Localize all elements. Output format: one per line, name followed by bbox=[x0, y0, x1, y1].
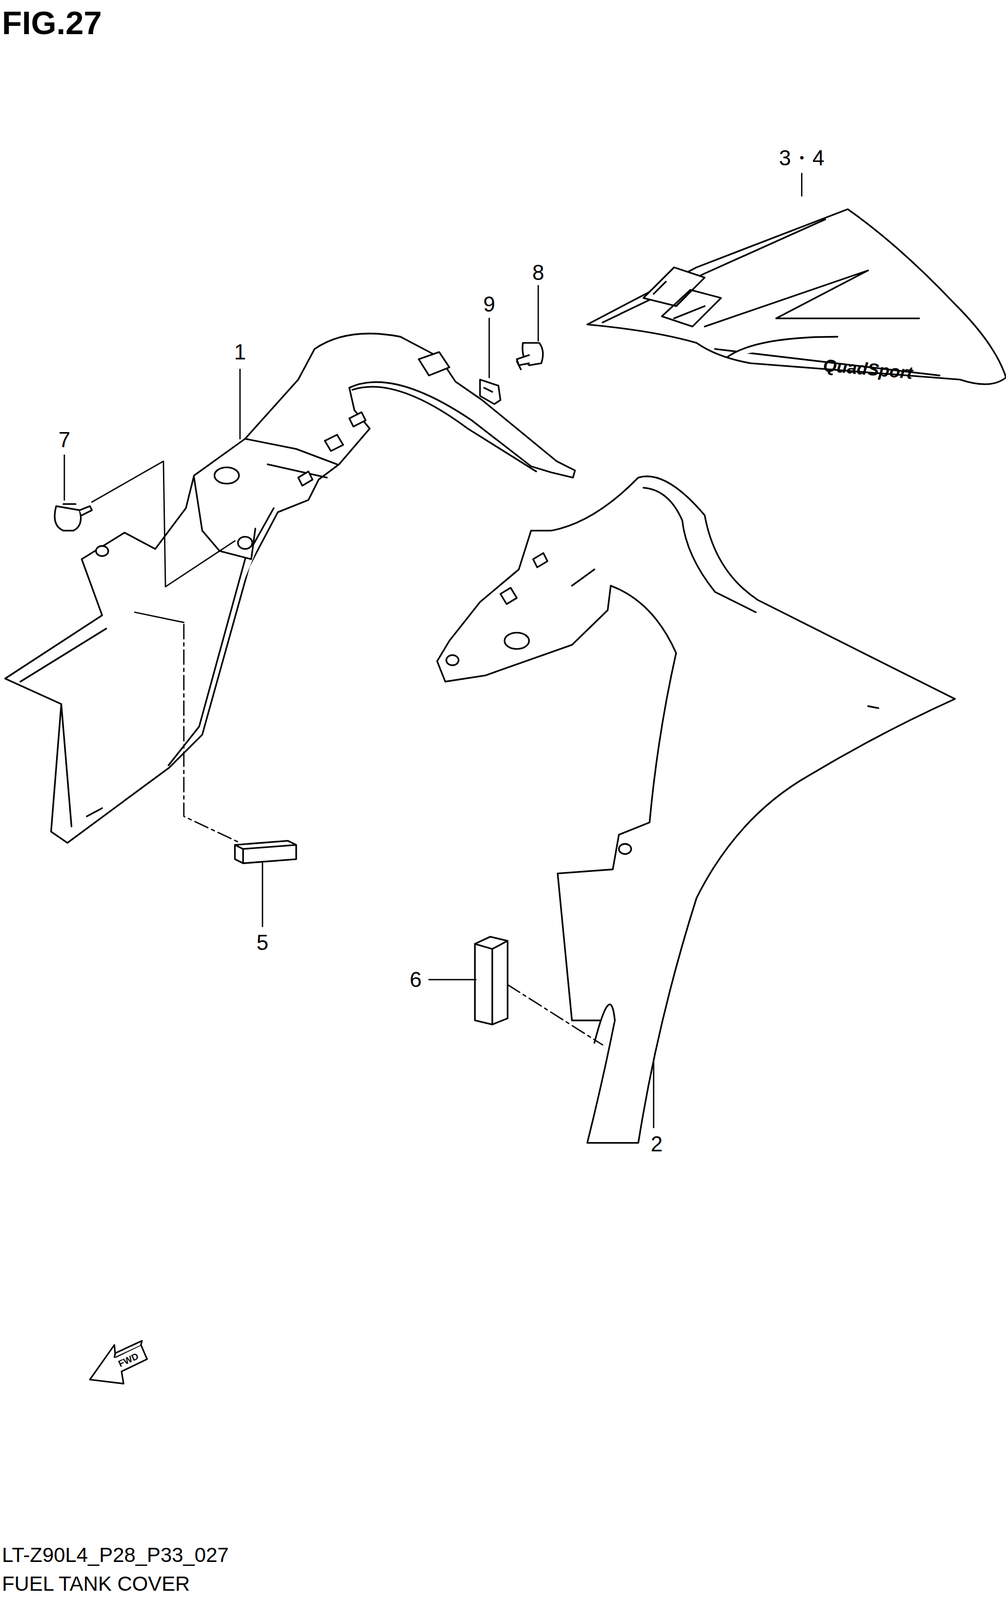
part-7-clip bbox=[54, 504, 92, 531]
callout-number: 9 bbox=[483, 293, 496, 316]
drawing-code: LT-Z90L4_P28_P33_027 bbox=[1, 1545, 229, 1567]
right-cover bbox=[437, 476, 955, 1144]
callout-number: 1 bbox=[234, 341, 246, 363]
callout-number: 3・4 bbox=[779, 147, 825, 169]
left-cover bbox=[4, 333, 575, 844]
callout-number: 5 bbox=[256, 932, 269, 954]
callout-number: 7 bbox=[58, 429, 71, 451]
part-6-block bbox=[474, 937, 508, 1026]
figure-caption: FUEL TANK COVER bbox=[1, 1574, 190, 1595]
callout-number: 8 bbox=[532, 261, 544, 284]
part-8-screw bbox=[516, 342, 544, 370]
figure-title: FIG.27 bbox=[1, 6, 102, 40]
fwd-arrow bbox=[89, 1341, 147, 1385]
callout-number: 2 bbox=[650, 1133, 663, 1156]
part-5-block bbox=[234, 841, 297, 864]
part-9-clip bbox=[480, 379, 501, 404]
callout-number: 6 bbox=[409, 969, 422, 991]
leader-lines bbox=[64, 173, 802, 1128]
decal bbox=[587, 209, 1006, 385]
